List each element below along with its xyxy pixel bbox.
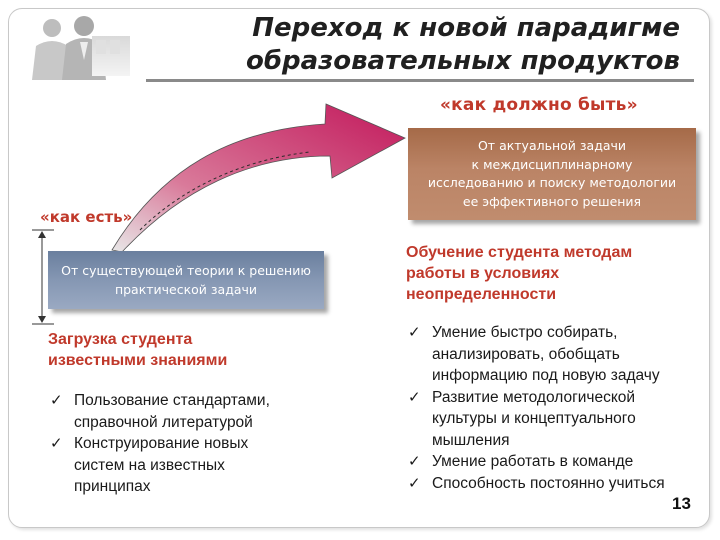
- list-item-line: принципах: [74, 478, 151, 495]
- checkmark-icon: ✓: [50, 392, 63, 409]
- current-skills-list: ✓ Пользование стандартами, справочной ли…: [48, 390, 328, 498]
- title-line-2: образовательных продуктов: [245, 46, 680, 76]
- checkmark-icon: ✓: [50, 435, 63, 452]
- target-heading-line-2: работы в условиях: [406, 265, 560, 282]
- list-item-line: систем на известных: [74, 456, 225, 474]
- target-skills-list: ✓ Умение быстро собирать, анализировать,…: [406, 322, 706, 494]
- list-item: ✓ Способность постоянно учиться: [406, 473, 706, 495]
- target-paradigm-box: От актуальной задачи к междисциплинарном…: [408, 128, 696, 220]
- page-number: 13: [672, 494, 691, 513]
- target-heading-line-1: Обучение студента методам: [406, 244, 633, 261]
- list-item: ✓ Умение работать в команде: [406, 451, 706, 473]
- title-line-1: Переход к новой парадигме: [252, 13, 680, 43]
- target-box-line-1: От актуальной задачи: [477, 138, 627, 153]
- list-item-line: Способность постоянно учиться: [432, 474, 665, 492]
- list-item-line: Развитие методологической: [432, 388, 636, 406]
- current-heading-line-2: известными знаниями: [48, 352, 228, 369]
- page-title: Переход к новой парадигме образовательны…: [180, 12, 680, 78]
- list-item-line: Конструирование новых: [74, 435, 249, 452]
- label-should-be: «как должно быть»: [440, 95, 638, 115]
- current-box-line-1: От существующей теории к решению: [61, 263, 311, 278]
- list-item-line: культуры и концептуального: [432, 410, 636, 427]
- list-item-line: анализировать, обобщать: [432, 345, 620, 363]
- current-box-line-2: практической задачи: [114, 282, 258, 297]
- list-item-line: Пользование стандартами,: [74, 392, 270, 409]
- list-item: ✓ Умение быстро собирать, анализировать,…: [406, 322, 706, 387]
- list-item: ✓ Развитие методологической культуры и к…: [406, 387, 706, 452]
- current-heading: Загрузка студента известными знаниями: [48, 329, 328, 371]
- list-item-line: Умение быстро собирать,: [432, 324, 618, 341]
- checkmark-icon: ✓: [408, 474, 421, 492]
- target-heading-line-3: неопределенности: [406, 286, 557, 303]
- target-box-line-3: исследованию и поиску методологии: [427, 175, 677, 190]
- label-as-is: «как есть»: [40, 208, 133, 226]
- target-box-line-2: к междисциплинарному: [471, 156, 633, 172]
- list-item: ✓ Пользование стандартами, справочной ли…: [48, 390, 328, 433]
- list-item-line: Умение работать в команде: [432, 453, 634, 470]
- list-item-line: справочной литературой: [74, 413, 253, 431]
- list-item-line: мышления: [432, 431, 510, 449]
- current-heading-line-1: Загрузка студента: [48, 331, 193, 348]
- height-bracket: [32, 229, 54, 325]
- curved-arrow-icon: [111, 103, 406, 253]
- checkmark-icon: ✓: [408, 453, 421, 470]
- list-item: ✓ Конструирование новых систем на извест…: [48, 433, 328, 498]
- target-box-line-4: ее эффективного решения: [462, 193, 642, 209]
- title-underline: [146, 79, 694, 82]
- list-item-line: информацию под новую задачу: [432, 367, 660, 384]
- checkmark-icon: ✓: [408, 388, 421, 406]
- target-heading: Обучение студента методам работы в услов…: [406, 242, 696, 305]
- current-paradigm-box: От существующей теории к решению практич…: [48, 251, 324, 309]
- business-people-logo-icon: [32, 16, 130, 80]
- checkmark-icon: ✓: [408, 324, 421, 341]
